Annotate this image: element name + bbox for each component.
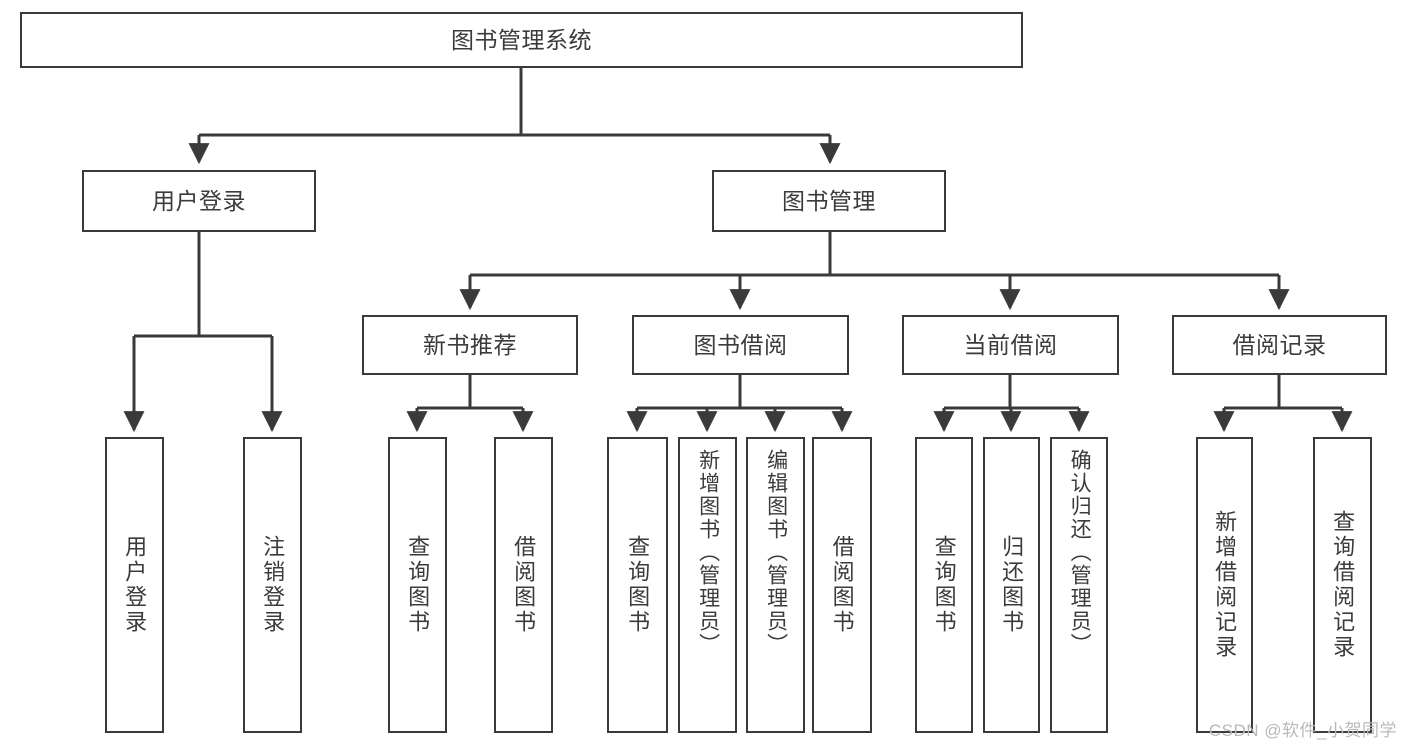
leaf-add-record[interactable]: 新增借阅记录 <box>1196 437 1253 733</box>
leaf-query-book-3[interactable]: 查询图书 <box>915 437 973 733</box>
leaf-query-book-3-label: 查询图书 <box>931 535 957 635</box>
leaf-query-book-2[interactable]: 查询图书 <box>607 437 668 733</box>
leaf-return-book[interactable]: 归还图书 <box>983 437 1040 733</box>
leaf-user-login-label: 用户登录 <box>122 535 148 635</box>
node-user-login[interactable]: 用户登录 <box>82 170 316 232</box>
node-root-label: 图书管理系统 <box>451 26 592 53</box>
node-user-login-label: 用户登录 <box>152 187 246 214</box>
leaf-add-book[interactable]: 新增图书（管理员） <box>678 437 737 733</box>
leaf-edit-book[interactable]: 编辑图书（管理员） <box>746 437 805 733</box>
leaf-query-record-label: 查询借阅记录 <box>1330 510 1356 660</box>
leaf-edit-book-label: 编辑图书（管理员） <box>764 449 788 656</box>
node-book-borrow-label: 图书借阅 <box>693 331 788 358</box>
leaf-confirm-return-label: 确认归还（管理员） <box>1068 449 1092 656</box>
node-root[interactable]: 图书管理系统 <box>20 12 1023 68</box>
leaf-return-book-label: 归还图书 <box>999 535 1025 635</box>
leaf-user-login[interactable]: 用户登录 <box>105 437 164 733</box>
leaf-confirm-return[interactable]: 确认归还（管理员） <box>1050 437 1108 733</box>
node-borrow-record[interactable]: 借阅记录 <box>1172 315 1387 375</box>
node-borrow-record-label: 借阅记录 <box>1232 331 1327 358</box>
watermark: CSDN @软件_小贺同学 <box>1208 721 1397 740</box>
leaf-logout-login[interactable]: 注销登录 <box>243 437 302 733</box>
leaf-borrow-book-1[interactable]: 借阅图书 <box>494 437 553 733</box>
node-current-borrow[interactable]: 当前借阅 <box>902 315 1119 375</box>
leaf-borrow-book-2-label: 借阅图书 <box>829 535 855 635</box>
leaf-borrow-book-1-label: 借阅图书 <box>511 535 537 635</box>
node-book-borrow[interactable]: 图书借阅 <box>632 315 849 375</box>
leaf-borrow-book-2[interactable]: 借阅图书 <box>812 437 872 733</box>
node-new-book-recommend-label: 新书推荐 <box>423 331 517 358</box>
node-current-borrow-label: 当前借阅 <box>963 331 1058 358</box>
leaf-query-book-1[interactable]: 查询图书 <box>388 437 447 733</box>
leaf-query-record[interactable]: 查询借阅记录 <box>1313 437 1372 733</box>
leaf-add-book-label: 新增图书（管理员） <box>696 449 720 656</box>
leaf-add-record-label: 新增借阅记录 <box>1212 510 1238 660</box>
leaf-query-book-1-label: 查询图书 <box>405 535 431 635</box>
node-book-manage-label: 图书管理 <box>782 187 876 214</box>
node-book-manage[interactable]: 图书管理 <box>712 170 946 232</box>
leaf-query-book-2-label: 查询图书 <box>625 535 651 635</box>
leaf-logout-login-label: 注销登录 <box>260 535 286 635</box>
node-new-book-recommend[interactable]: 新书推荐 <box>362 315 578 375</box>
